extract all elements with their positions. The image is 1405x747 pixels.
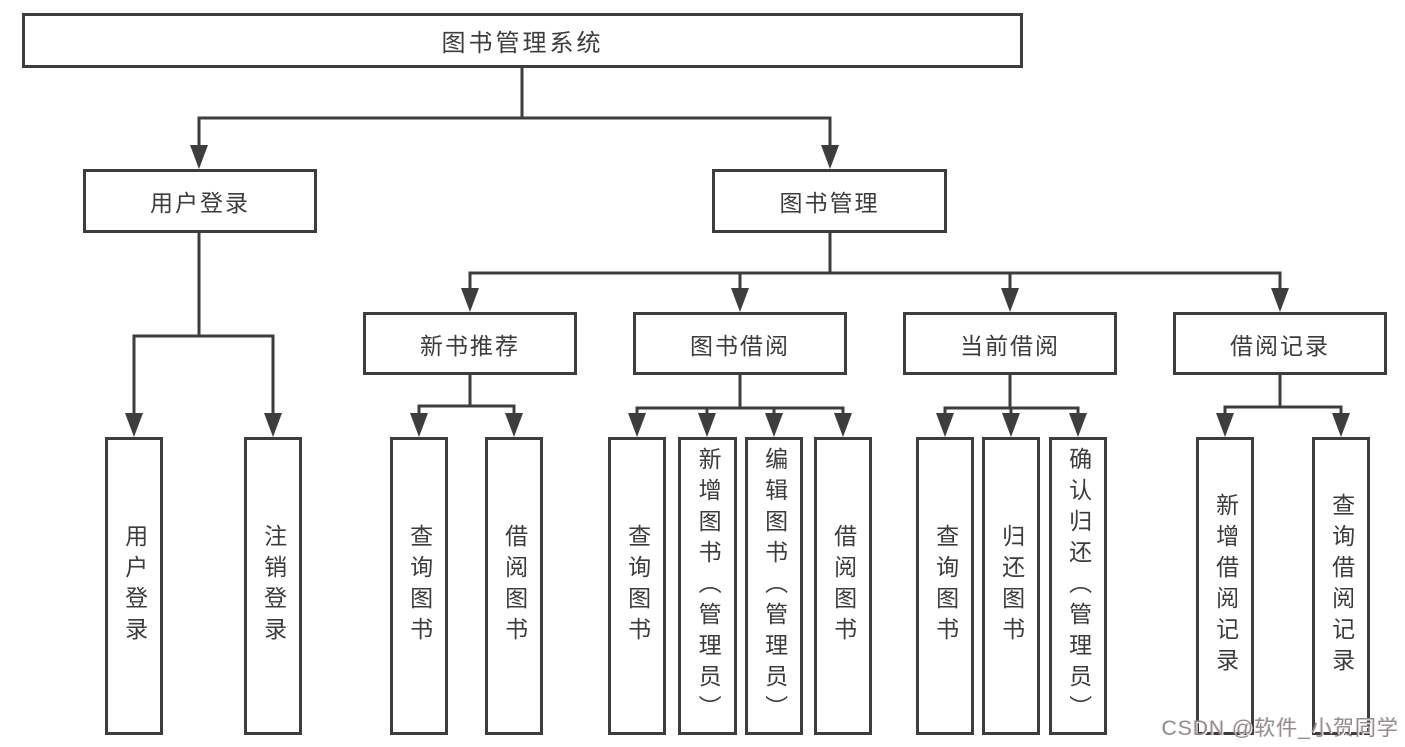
- node-book-management: 图书管理: [712, 169, 947, 233]
- node-recommend-borrow-books: 借阅图书: [485, 437, 543, 735]
- node-borrowing-record: 借阅记录: [1173, 312, 1387, 375]
- node-label: 注销登录: [260, 524, 287, 648]
- node-edit-book-admin: 编辑图书（管理员）: [745, 437, 803, 735]
- node-book-borrowing: 图书借阅: [633, 312, 847, 375]
- node-label: 新增借阅记录: [1212, 493, 1239, 679]
- node-confirm-return-admin: 确认归还（管理员）: [1049, 437, 1107, 735]
- node-label: 查询借阅记录: [1328, 493, 1355, 679]
- node-return-books: 归还图书: [982, 437, 1040, 735]
- node-label: 查询图书: [932, 524, 959, 648]
- node-borrowing-query-books: 查询图书: [608, 437, 666, 735]
- node-label: 用户登录: [121, 524, 148, 648]
- node-label: 图书管理: [779, 190, 880, 216]
- node-label: 当前借阅: [960, 332, 1060, 359]
- node-label: 编辑图书（管理员）: [761, 446, 788, 726]
- node-add-borrow-record: 新增借阅记录: [1196, 437, 1254, 735]
- node-label: 借阅记录: [1230, 332, 1330, 359]
- node-user-login-branch: 用户登录: [83, 169, 317, 233]
- node-recommend-query-books: 查询图书: [390, 437, 448, 735]
- node-label: 查询图书: [406, 524, 433, 648]
- node-label: 图书管理系统: [441, 30, 604, 57]
- node-label: 确认归还（管理员）: [1065, 446, 1092, 726]
- node-label: 用户登录: [150, 190, 250, 216]
- node-new-book-recommend: 新书推荐: [363, 312, 577, 375]
- node-label: 图书借阅: [690, 332, 790, 359]
- node-logout: 注销登录: [244, 437, 302, 735]
- node-label: 归还图书: [998, 524, 1025, 648]
- node-add-book-admin: 新增图书（管理员）: [678, 437, 737, 735]
- node-label: 新增图书（管理员）: [695, 446, 722, 726]
- csdn-watermark: CSDN @软件_小贺同学: [1161, 717, 1399, 740]
- node-label: 查询图书: [624, 524, 651, 648]
- node-user-login-action: 用户登录: [105, 437, 163, 735]
- node-label: 新书推荐: [420, 332, 520, 359]
- node-label: 借阅图书: [501, 524, 528, 648]
- node-current-borrowing: 当前借阅: [903, 312, 1117, 375]
- node-borrowing-borrow-books: 借阅图书: [814, 437, 872, 735]
- node-library-management-system: 图书管理系统: [22, 13, 1023, 68]
- node-query-borrow-record: 查询借阅记录: [1312, 437, 1370, 735]
- node-current-query-books: 查询图书: [916, 437, 974, 735]
- node-label: 借阅图书: [830, 524, 857, 648]
